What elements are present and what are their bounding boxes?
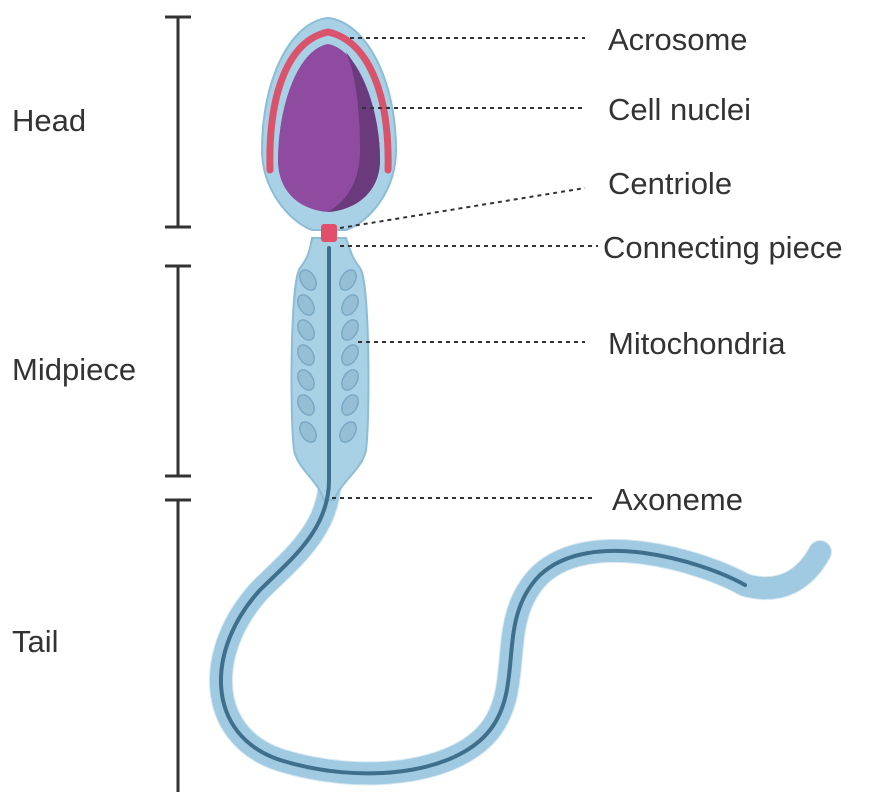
acrosome-label: Acrosome [608, 22, 748, 57]
connecting-piece-label: Connecting piece [603, 230, 843, 265]
tail-membrane-edge [221, 478, 820, 773]
cell-nuclei-label: Cell nuclei [608, 92, 751, 127]
head-label: Head [12, 103, 86, 138]
midpiece-bracket [165, 266, 191, 476]
centriole-body [321, 224, 337, 242]
head-bracket [165, 17, 191, 227]
axoneme-label: Axoneme [612, 482, 743, 517]
tail-bracket [165, 500, 191, 792]
tail-label: Tail [12, 624, 59, 659]
mitochondria-label: Mitochondria [608, 326, 786, 361]
centriole-label: Centriole [608, 166, 732, 201]
midpiece-label: Midpiece [12, 352, 136, 387]
